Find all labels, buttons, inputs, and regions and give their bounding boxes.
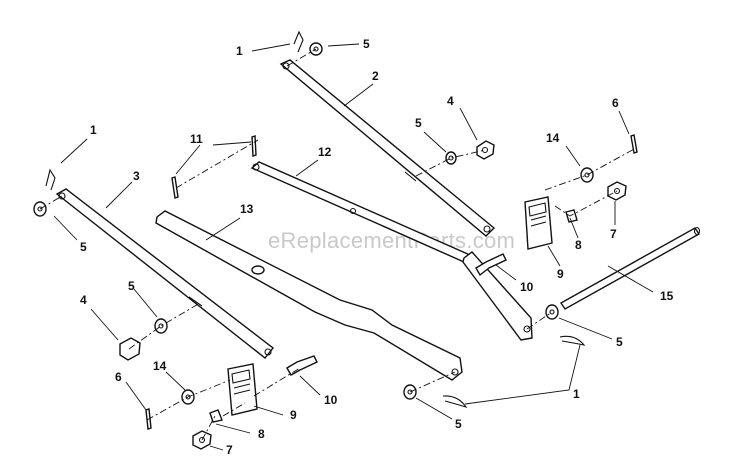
pin-11-left [171,176,179,199]
callout-9-left: 9 [290,408,297,422]
callout-1-right: 1 [573,387,580,401]
callout-2: 2 [372,69,379,83]
callout-6-lower: 6 [115,370,122,384]
clip-1-left [45,168,56,191]
callout-12: 12 [318,145,332,159]
callout-5-right: 5 [616,335,623,349]
clip-1-top [293,30,304,53]
part-3-lift-link [55,188,274,359]
callout-14-lower: 14 [153,359,167,373]
callout-5-left: 5 [80,240,87,254]
callout-5-mid-left: 5 [128,279,135,293]
callout-13: 13 [240,202,254,216]
callout-5-bottom: 5 [455,417,462,431]
callout-8-left: 8 [258,427,265,441]
clip-1-bottom [442,395,468,408]
part-10-bolt-right [475,253,507,277]
leader-lines [53,43,654,451]
washer-5-upper-mid [445,151,457,165]
part-9-bracket-left [227,363,258,416]
part-13-link [155,210,463,381]
clip-1-right [559,335,586,346]
callout-7-right: 7 [610,227,617,241]
callout-3: 3 [133,169,140,183]
part-15-rod [559,226,701,310]
callout-9-right: 9 [557,267,564,281]
callout-1-top: 1 [236,44,243,58]
callout-4-upper: 4 [447,94,454,108]
nut-4-left [119,337,141,361]
callout-15: 15 [660,289,674,303]
callout-11: 11 [190,132,203,146]
part-10-bolt-left [286,355,318,376]
part-9-bracket-right [524,196,553,250]
pin-6-right [630,134,638,154]
assembly-lines [39,48,637,441]
washer-5-mid-left [154,318,168,334]
callout-1-left: 1 [90,123,97,137]
lockwasher-8-left [209,409,223,423]
callout-8-right: 8 [575,238,582,252]
callout-14-upper: 14 [546,131,560,145]
callout-10-right: 10 [520,280,534,294]
callout-7-left: 7 [226,443,233,457]
watermark-text: eReplacementParts.com [268,228,515,253]
part-2-lift-link [279,59,496,237]
callout-4-left: 4 [80,293,87,307]
callout-5-upper: 5 [415,116,422,130]
callout-6-upper: 6 [612,96,619,110]
pin-11-right [251,135,257,157]
callout-10-left: 10 [324,393,338,407]
washer-14-upper [580,167,594,183]
callout-labels: 1 5 2 4 5 6 14 11 12 1 3 5 13 8 7 9 10 1… [80,37,674,457]
nut-4-upper [476,140,495,160]
lockwasher-8-right [565,209,578,223]
callout-5-top: 5 [363,37,370,51]
